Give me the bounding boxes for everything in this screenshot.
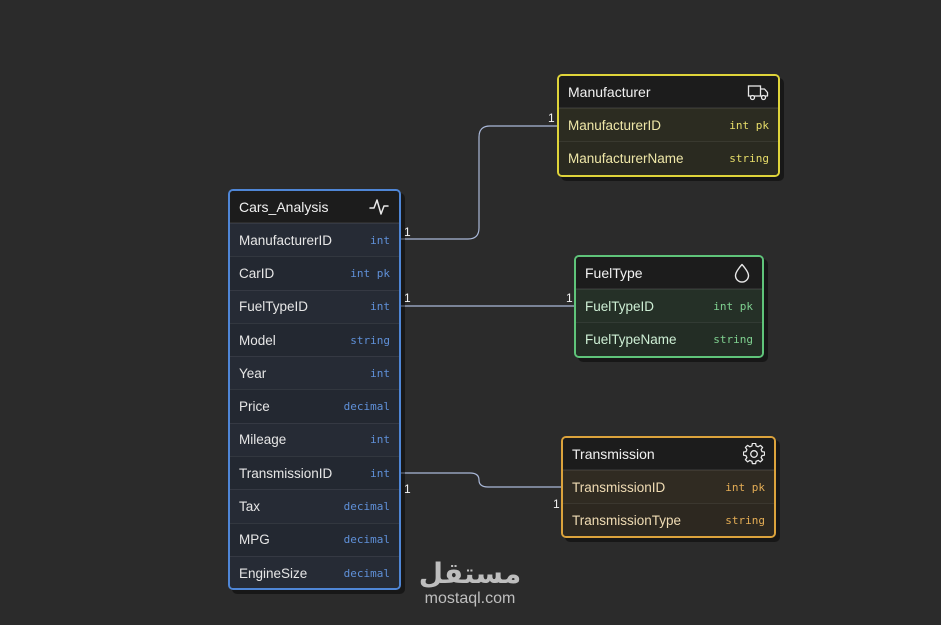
entity-transmission[interactable]: Transmission TransmissionID int pk Transm… <box>561 436 776 538</box>
gear-icon <box>743 442 765 465</box>
field-type: decimal <box>343 533 390 547</box>
activity-icon <box>368 196 390 218</box>
field-type: int <box>370 233 390 247</box>
field-row[interactable]: TransmissionType string <box>563 503 774 536</box>
field-type: int <box>370 366 390 380</box>
field-type: int pk <box>713 299 753 313</box>
cardinality-label: 1 <box>404 225 411 239</box>
field-type: int pk <box>729 118 769 132</box>
entity-manufacturer[interactable]: Manufacturer ManufacturerID int pk Manufa… <box>557 74 780 177</box>
field-type: decimal <box>343 400 390 414</box>
field-name: TransmissionID <box>239 465 333 481</box>
relationship-line-transmission <box>401 472 561 488</box>
cardinality-label: 1 <box>404 482 411 496</box>
relationship-line-manufacturer <box>401 125 557 240</box>
field-row[interactable]: EngineSize decimal <box>230 555 399 588</box>
droplet-icon <box>731 262 753 284</box>
field-type: int <box>370 300 390 314</box>
field-name: FuelTypeID <box>585 298 655 314</box>
field-name: TransmissionType <box>572 512 682 528</box>
entity-title: Transmission <box>572 445 655 462</box>
watermark-arabic: مستقل <box>418 557 522 590</box>
field-name: Year <box>239 365 267 381</box>
field-row[interactable]: Price decimal <box>230 389 399 423</box>
field-name: TransmissionID <box>572 479 666 495</box>
cardinality-label: 1 <box>404 291 411 305</box>
field-type: string <box>713 332 753 346</box>
field-name: FuelTypeID <box>239 299 309 315</box>
field-row[interactable]: Tax decimal <box>230 489 399 523</box>
field-row[interactable]: CarID int pk <box>230 256 399 290</box>
entity-header[interactable]: Manufacturer <box>559 76 778 108</box>
watermark-url: mostaql.com <box>424 590 516 607</box>
cardinality-label: 1 <box>553 497 560 511</box>
field-type: string <box>729 151 769 165</box>
field-row[interactable]: Year int <box>230 356 399 390</box>
entity-header[interactable]: FuelType <box>576 257 762 289</box>
field-name: ManufacturerName <box>568 150 684 166</box>
field-row[interactable]: ManufacturerID int <box>230 223 399 257</box>
field-name: Mileage <box>239 432 287 448</box>
field-row[interactable]: FuelTypeName string <box>576 322 762 356</box>
entity-fueltype[interactable]: FuelType FuelTypeID int pk FuelTypeName st… <box>574 255 764 358</box>
field-name: CarID <box>239 265 275 281</box>
field-type: decimal <box>343 566 390 580</box>
field-name: MPG <box>239 532 270 548</box>
field-type: string <box>725 513 765 527</box>
entity-header[interactable]: Cars_Analysis <box>230 191 399 223</box>
field-type: int <box>370 433 390 447</box>
field-row[interactable]: TransmissionID int <box>230 456 399 490</box>
field-name: Model <box>239 332 276 348</box>
field-row[interactable]: MPG decimal <box>230 522 399 556</box>
field-row[interactable]: TransmissionID int pk <box>563 470 774 504</box>
field-name: ManufacturerID <box>568 117 662 133</box>
field-type: int <box>370 466 390 480</box>
field-type: int pk <box>725 480 765 494</box>
field-row[interactable]: Model string <box>230 322 399 357</box>
watermark: مستقل mostaql.com <box>410 558 530 608</box>
entity-title: FuelType <box>585 264 643 281</box>
field-type: decimal <box>343 500 390 514</box>
field-row[interactable]: Mileage int <box>230 422 399 457</box>
entity-cars-analysis[interactable]: Cars_Analysis ManufacturerID int CarID int… <box>228 189 401 590</box>
field-row[interactable]: ManufacturerName string <box>559 141 778 175</box>
field-type: string <box>350 333 390 347</box>
entity-header[interactable]: Transmission <box>563 438 774 470</box>
cardinality-label: 1 <box>548 111 555 125</box>
field-name: FuelTypeName <box>585 331 677 347</box>
field-name: EngineSize <box>239 565 308 581</box>
field-name: ManufacturerID <box>239 232 333 248</box>
field-row[interactable]: FuelTypeID int <box>230 289 399 323</box>
field-name: Price <box>239 399 270 415</box>
entity-title: Cars_Analysis <box>239 198 329 215</box>
field-row[interactable]: ManufacturerID int pk <box>559 108 778 142</box>
field-type: int pk <box>350 266 390 280</box>
truck-icon <box>747 81 769 103</box>
entity-title: Manufacturer <box>568 83 651 100</box>
field-name: Tax <box>239 499 261 515</box>
field-row[interactable]: FuelTypeID int pk <box>576 289 762 323</box>
cardinality-label: 1 <box>566 291 573 305</box>
